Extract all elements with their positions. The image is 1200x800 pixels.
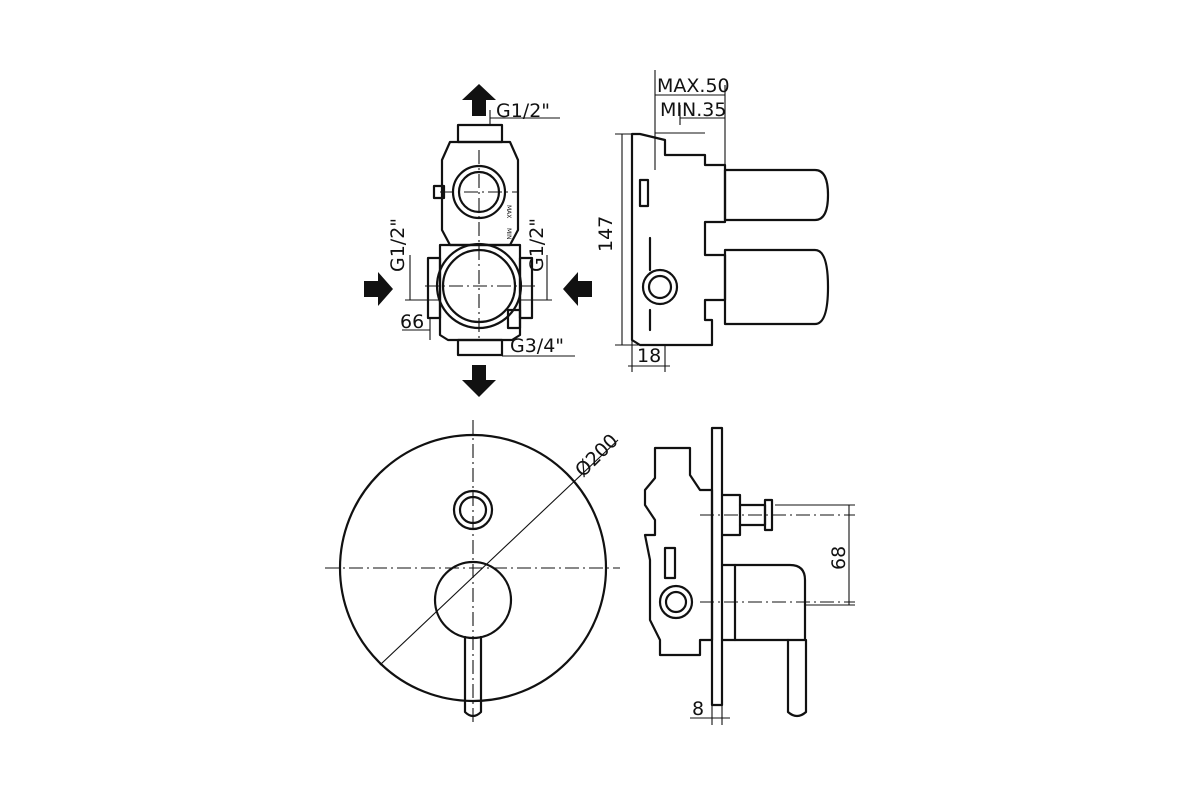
side-view-valve-body	[630, 132, 830, 347]
top-inlet-label: G1/2"	[496, 100, 550, 122]
left-inlet-label: G1/2"	[387, 218, 409, 272]
assembled-dimensions	[690, 504, 855, 725]
arrow-up-icon	[462, 84, 496, 116]
height-147-label: 147	[595, 216, 617, 252]
max-mark: MAX	[505, 205, 512, 218]
side-view-dimensions	[615, 70, 726, 372]
min-mark: MIN	[505, 228, 512, 239]
max-depth-label: MAX.50	[657, 75, 730, 97]
front-view-dimensions	[402, 110, 575, 357]
diameter-label: Ø200	[571, 430, 623, 482]
arrow-right-icon	[364, 272, 393, 306]
width-66-label: 66	[400, 311, 424, 333]
depth-18-label: 18	[637, 345, 661, 367]
bottom-outlet-label: G3/4"	[510, 335, 564, 357]
offset-68-label: 68	[828, 546, 850, 570]
min-depth-label: MIN.35	[660, 99, 726, 121]
flow-arrows	[364, 84, 592, 397]
front-view-valve-body: MAX MIN	[425, 123, 535, 357]
right-inlet-label: G1/2"	[526, 218, 548, 272]
plate-8-label: 8	[692, 698, 704, 720]
assembled-side-view	[643, 426, 855, 718]
cover-plate-front	[325, 420, 620, 725]
arrow-down-icon	[462, 365, 496, 397]
arrow-left-icon	[563, 272, 592, 306]
